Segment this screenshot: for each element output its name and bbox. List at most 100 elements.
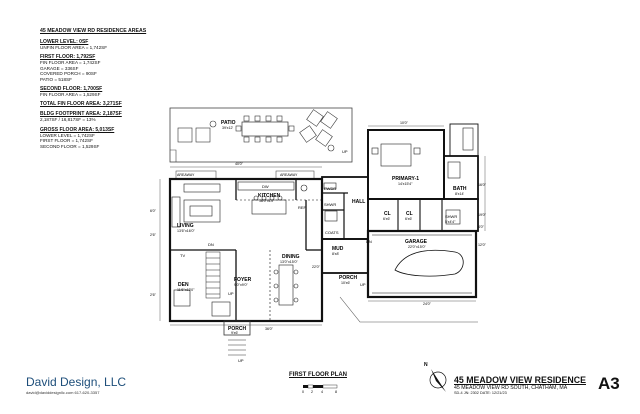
area-group-heading: LOWER LEVEL: 0SF [40, 39, 89, 45]
coats-label: COATS [325, 230, 339, 235]
scale-mark-4: 4 [321, 390, 323, 394]
dim-10: 10'0" [400, 121, 409, 125]
garage-label: GARAGE [405, 239, 428, 245]
bath-dim: 8'x14' [455, 192, 464, 196]
title-block: 45 MEADOW VIEW RESIDENCE 45 MEADOW VIEW … [454, 375, 604, 395]
dim-2b: 2'6" [150, 293, 157, 297]
kitchen-dim: 18'0"x14' [259, 199, 274, 203]
scale-mark-0: 0 [302, 390, 304, 394]
shwr-right-label: SHWR [445, 214, 457, 219]
logo-brand: David Design, LLC [26, 375, 127, 389]
dn-marker: DN [208, 242, 214, 247]
house-walls [168, 177, 324, 323]
kitchen-label: KITCHEN [258, 193, 281, 199]
shwr-left-label: SHWR [324, 202, 336, 207]
dim-22: 22'0" [312, 265, 321, 269]
closet-2-dim: 6'x6' [405, 217, 412, 221]
patio-label: PATIO [221, 120, 236, 126]
area-group-heading: BLDG FOOTPRINT AREA: 2,187SF [40, 111, 122, 118]
patio [169, 107, 353, 163]
dim-12: 12'0" [478, 243, 487, 247]
dim-40: 40'0" [235, 162, 244, 166]
front-porch [223, 320, 251, 336]
up-mud-marker: UP [360, 282, 366, 287]
dim-24: 24'0" [423, 302, 432, 306]
areaway-right-label: AREAWAY [280, 173, 298, 177]
closet-1-dim: 6'x6' [383, 217, 390, 221]
porch-side-dim: 10'x6' [341, 281, 350, 285]
plan-label: FIRST FLOOR PLAN [289, 372, 347, 378]
scale-mark-2: 2 [311, 390, 313, 394]
scale-mark-8: 8 [335, 390, 337, 394]
hall-label: HALL [352, 199, 365, 205]
area-line: LOWER LEVEL = 1,742SF [40, 132, 95, 138]
car-icon [394, 249, 464, 277]
stair [205, 251, 221, 299]
dining-dim: 13'0"x15'0" [280, 260, 298, 264]
ref-label: REF [298, 205, 307, 210]
garage-dim: 22'0"x15'0" [408, 245, 426, 249]
north-arrow-icon [429, 369, 447, 392]
area-line: UNFIN FLOOR AREA = 1,742SF [40, 45, 108, 50]
area-line: PATIO = 518SF [40, 76, 72, 82]
area-line: 2,187SF / 16,817SF = 13% [40, 117, 96, 123]
dining-label: DINING [282, 254, 300, 260]
areas-title: 45 MEADOW VIEW RD RESIDENCE AREAS [40, 28, 147, 34]
dim-6: 6'0" [150, 209, 157, 213]
up-foyer-marker: UP [228, 291, 234, 296]
bath-label: BATH [453, 186, 467, 192]
areas-schedule: 45 MEADOW VIEW RD RESIDENCE AREAS LOWER … [40, 28, 190, 153]
primary-dim: 14'x15'4" [398, 182, 413, 186]
sheet-number: A3 [598, 374, 620, 393]
mud-dim: 8'x8' [332, 252, 339, 256]
logo: David Design, LLC david@daviddesignllc.c… [26, 375, 126, 395]
scale-bar [303, 384, 338, 389]
area-line: FIN FLOOR AREA = 1,529SF [40, 92, 101, 98]
den-dim: 11'6"x12'0" [177, 288, 195, 292]
tv-label: TV [180, 253, 185, 258]
area-group-heading: TOTAL FIN FLOOR AREA: 3,271SF [40, 101, 122, 108]
dw-label: DW [262, 184, 269, 189]
area-group-heading: GROSS FLOOR AREA: 5,013SF [40, 126, 115, 133]
area-group-heading: FIRST FLOOR: 1,792SF [40, 54, 96, 61]
area-line: GARAGE = 336SF [40, 65, 79, 71]
east-wing-walls [321, 123, 479, 299]
mud-label: MUD [332, 246, 344, 252]
dn-stair-marker: DN [366, 239, 372, 244]
dimension-lines [159, 125, 486, 326]
living-label: LIVING [177, 223, 194, 229]
area-line: FIN FLOOR AREA = 1,742SF [40, 60, 101, 66]
dim-2a: 2'6" [150, 233, 157, 237]
area-line: FIRST FLOOR = 1,742SF [40, 138, 93, 144]
foyer-dim: 9'0"x9'0" [234, 283, 248, 287]
shwr-right-dim: 5'x4'4" [445, 220, 456, 224]
porch-front-dim: 9'x6' [231, 331, 238, 335]
living-dim: 13'6"x16'0" [177, 229, 195, 233]
primary-label: PRIMARY-1 [392, 176, 419, 182]
dim-19: 19'0" [478, 213, 487, 217]
porch-front-label: PORCH [228, 326, 246, 332]
logo-contact: david@daviddesignllc.com 617-620-3357 [26, 390, 100, 395]
area-line: SECOND FLOOR = 1,529SF [40, 143, 100, 149]
patio-dim: 39'x12' [222, 126, 233, 130]
areaway-left-label: AREAWAY [177, 173, 195, 177]
dim-16: 16'0" [478, 183, 487, 187]
closet-1-label: CL [384, 211, 391, 217]
foyer-label: FOYER [234, 277, 252, 283]
furniture [171, 127, 474, 317]
area-group-heading: SECOND FLOOR: 1,700SF [40, 86, 103, 93]
dim-4: 4'0" [478, 225, 485, 229]
project-meta: SD-4 JN: 2302 DATE: 12/21/23 [454, 391, 507, 395]
up-patio-marker: UP [342, 149, 348, 154]
up-porch-marker: UP [238, 358, 244, 363]
den-label: DEN [178, 282, 189, 288]
project-title: 45 MEADOW VIEW RESIDENCE [454, 375, 586, 385]
driveway [339, 296, 478, 323]
